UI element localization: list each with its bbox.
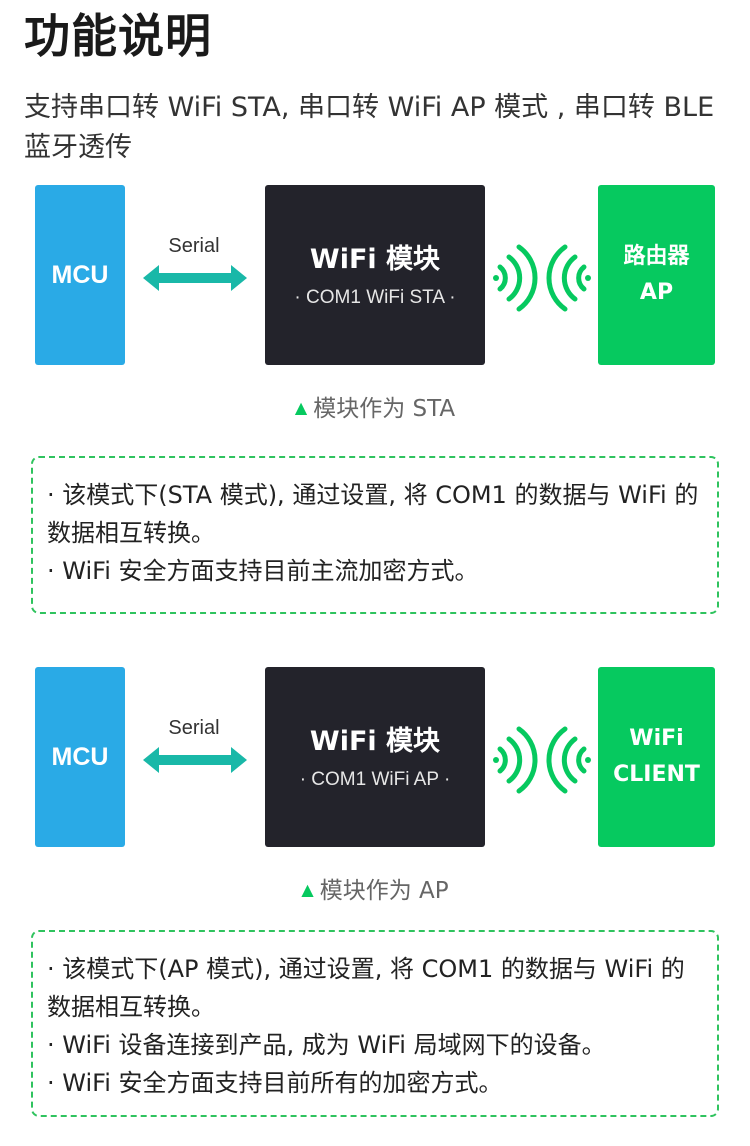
- wifi-module-box: WiFi 模块 · COM1 WiFi STA ·: [265, 185, 485, 365]
- diagram-caption: ▲ 模块作为 STA: [0, 389, 750, 423]
- intro-text: 支持串口转 WiFi STA, 串口转 WiFi AP 模式 , 串口转 BLE…: [24, 92, 715, 163]
- triangle-up-icon: ▲: [294, 398, 308, 417]
- target-label-line1: WiFi: [629, 726, 684, 751]
- wifi-module-box: WiFi 模块 · COM1 WiFi AP ·: [265, 667, 485, 847]
- mcu-box: MCU: [35, 667, 125, 847]
- note-item: · WiFi 安全方面支持目前主流加密方式。: [47, 557, 479, 585]
- double-arrow-icon: [143, 265, 247, 291]
- target-label-line1: 路由器: [623, 244, 690, 269]
- mcu-box: MCU: [35, 185, 125, 365]
- wifi-client-box: WiFi CLIENT: [598, 667, 715, 847]
- note-item: · 该模式下(STA 模式), 通过设置, 将 COM1 的数据与 WiFi 的…: [47, 481, 699, 547]
- sta-notes-box: · 该模式下(STA 模式), 通过设置, 将 COM1 的数据与 WiFi 的…: [31, 456, 719, 614]
- router-ap-box: 路由器 AP: [598, 185, 715, 365]
- module-title: WiFi 模块: [309, 726, 441, 757]
- double-arrow-icon: [143, 747, 247, 773]
- ap-notes-box: · 该模式下(AP 模式), 通过设置, 将 COM1 的数据与 WiFi 的数…: [31, 930, 719, 1117]
- caption-text: 模块作为 AP: [319, 878, 449, 904]
- note-item: · WiFi 设备连接到产品, 成为 WiFi 局域网下的设备。: [47, 1031, 606, 1059]
- caption-text: 模块作为 STA: [313, 396, 456, 422]
- wireless-signal-icon: [493, 726, 591, 794]
- sta-diagram: MCU Serial WiFi 模块 · COM1 WiFi STA · 路由器…: [0, 185, 750, 422]
- ap-diagram: MCU Serial WiFi 模块 · COM1 WiFi AP · WiFi…: [0, 667, 750, 904]
- serial-label: Serial: [168, 717, 220, 739]
- module-subtitle: · COM1 WiFi AP ·: [299, 769, 451, 790]
- serial-label: Serial: [168, 235, 220, 257]
- target-label-line2: CLIENT: [613, 762, 700, 787]
- triangle-up-icon: ▲: [301, 880, 314, 899]
- target-label-line2: AP: [639, 280, 674, 305]
- note-item: · 该模式下(AP 模式), 通过设置, 将 COM1 的数据与 WiFi 的数…: [47, 955, 685, 1021]
- module-subtitle: · COM1 WiFi STA ·: [294, 287, 456, 308]
- module-title: WiFi 模块: [309, 244, 441, 275]
- diagram-caption: ▲ 模块作为 AP: [0, 871, 750, 905]
- note-item: · WiFi 安全方面支持目前所有的加密方式。: [47, 1069, 503, 1097]
- wireless-signal-icon: [493, 244, 591, 312]
- page-title: 功能说明: [24, 9, 212, 63]
